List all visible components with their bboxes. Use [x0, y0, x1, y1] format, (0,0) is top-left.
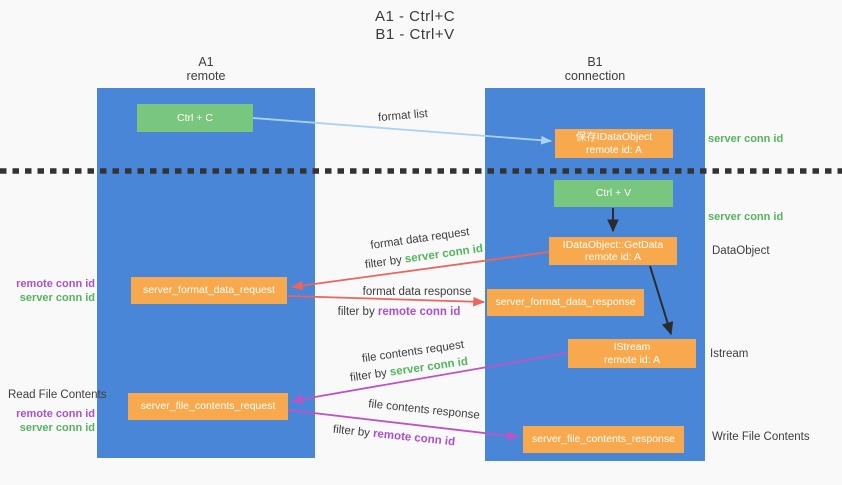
- label-remote-conn-id-bottom-left: remote conn id: [16, 408, 95, 420]
- node-save-idataobject: 保存IDataObject remote id: A: [555, 129, 673, 158]
- label-server-conn-id-top-right: server conn id: [708, 133, 784, 145]
- node-save-idataobject-line2: remote id: A: [585, 143, 643, 156]
- label-remote-conn-id-top-left: remote conn id: [16, 278, 95, 290]
- node-istream-line2: remote id: A: [603, 353, 661, 366]
- label-server-conn-id-top-left: server conn id: [19, 292, 95, 304]
- node-ctrl-c: Ctrl + C: [137, 104, 253, 132]
- remote-conn-id-text: remote conn id: [377, 306, 461, 318]
- diagram-title: A1 - Ctrl+C B1 - Ctrl+V: [315, 8, 515, 44]
- node-save-idataobject-line1: 保存IDataObject: [575, 131, 653, 143]
- edge-label-format-data-response: format data response: [362, 286, 472, 298]
- label-write-file-contents: Write File Contents: [712, 431, 810, 443]
- edge-label-filter-remote-1: filter by remote conn id: [338, 306, 461, 318]
- node-idataobject-getdata: IDataObject::GetData remote id: A: [549, 237, 677, 265]
- edge-label-file-contents-response: file contents response: [367, 398, 481, 422]
- label-stack-file-ids: remote conn id server conn id: [0, 407, 95, 435]
- column-header-a1: A1 remote: [146, 55, 266, 83]
- server-conn-id-text: server conn id: [404, 242, 484, 266]
- node-getdata-line2: remote id: A: [584, 251, 642, 263]
- node-server-file-contents-request: server_file_contents_request: [128, 393, 288, 420]
- title-line-1: A1 - Ctrl+C: [374, 8, 456, 25]
- node-getdata-line1: IDataObject::GetData: [562, 238, 664, 251]
- remote-conn-id-text: remote conn id: [372, 427, 456, 449]
- column-b1-subtitle: connection: [564, 69, 626, 83]
- node-server-file-contents-response: server_file_contents_response: [523, 426, 684, 453]
- column-header-b1: B1 connection: [535, 55, 655, 83]
- filter-by-text: filter by: [349, 367, 388, 385]
- label-stack-format-ids: remote conn id server conn id: [0, 277, 95, 305]
- edge-label-filter-remote-2: filter by remote conn id: [332, 424, 455, 449]
- edge-label-format-list: format list: [377, 107, 429, 125]
- column-a1-subtitle: remote: [186, 69, 226, 83]
- label-read-file-contents: Read File Contents: [8, 389, 107, 401]
- label-istream: Istream: [710, 348, 749, 360]
- node-istream: IStream remote id: A: [568, 339, 696, 368]
- column-a1-name: A1: [198, 55, 214, 69]
- node-ctrl-v: Ctrl + V: [554, 180, 673, 207]
- node-istream-line1: IStream: [613, 341, 651, 353]
- title-line-2: B1 - Ctrl+V: [375, 26, 455, 43]
- node-server-format-data-response: server_format_data_response: [487, 289, 644, 316]
- filter-by-text: filter by: [364, 254, 403, 272]
- filter-by-text: filter by: [337, 306, 375, 318]
- filter-by-text: filter by: [332, 423, 371, 440]
- label-dataobject: DataObject: [712, 245, 770, 257]
- column-b1-name: B1: [587, 55, 603, 69]
- label-server-conn-id-mid-right: server conn id: [708, 211, 784, 223]
- node-server-format-data-request: server_format_data_request: [131, 277, 287, 304]
- label-server-conn-id-bottom-left: server conn id: [19, 422, 95, 434]
